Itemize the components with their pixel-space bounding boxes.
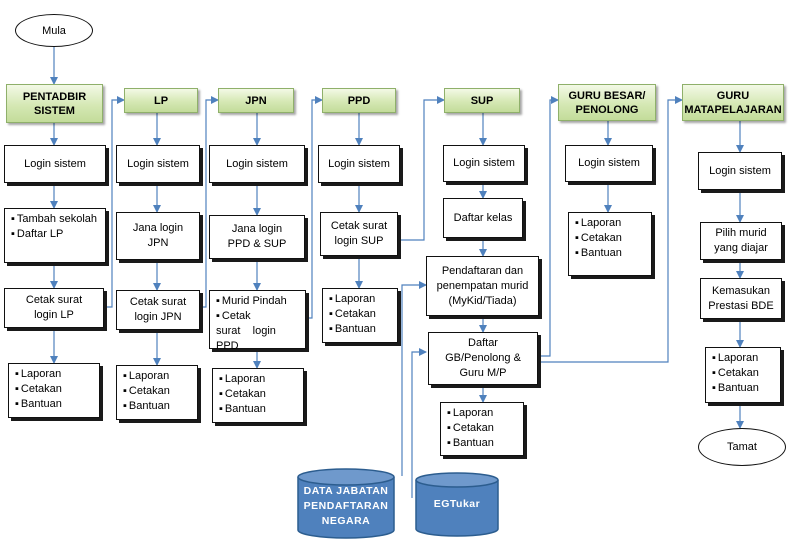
jpn-login-box: Login sistem <box>209 145 305 183</box>
list-item-bantuan: Bantuan <box>447 436 517 451</box>
ppd-print-letter-box: Cetak surat login SUP <box>320 212 398 256</box>
guru-mp-choose-students-box: Pilih murid yang diajar <box>700 222 782 260</box>
list-item-bantuan: Bantuan <box>329 322 391 337</box>
list-item-laporan: Laporan <box>575 216 645 231</box>
guru-mp-login-box: Login sistem <box>698 152 782 190</box>
guru-matapelajaran-header: GURU MATAPELAJARAN <box>682 84 784 121</box>
list-item-laporan: Laporan <box>712 351 774 366</box>
guru-besar-login-box: Login sistem <box>565 145 653 182</box>
guru-besar-reports-box: Laporan Cetakan Bantuan <box>568 212 652 276</box>
list-item-laporan: Laporan <box>329 292 391 307</box>
list-item-cetakan: Cetakan <box>447 421 517 436</box>
egtukar-database-icon <box>415 472 499 537</box>
list-item-laporan: Laporan <box>447 406 517 421</box>
list-item-laporan: Laporan <box>219 372 297 387</box>
list-item-cetakan: Cetakan <box>712 366 774 381</box>
jpn-generate-login-box: Jana login PPD & SUP <box>209 215 305 259</box>
task-cetak-surat-ppd: Cetak surat login PPD <box>216 309 299 354</box>
list-item-bantuan: Bantuan <box>575 246 645 261</box>
jpn-database-icon <box>297 468 395 539</box>
lp-login-box: Login sistem <box>116 145 200 183</box>
jpn-reports-box: Laporan Cetakan Bantuan <box>212 368 304 423</box>
pentadbir-print-letter-box: Cetak surat login LP <box>4 288 104 328</box>
task-tambah-sekolah: Tambah sekolah <box>11 212 99 227</box>
ppd-header: PPD <box>322 88 396 113</box>
lp-header: LP <box>124 88 198 113</box>
sup-class-register-box: Daftar kelas <box>443 198 523 238</box>
sup-login-box: Login sistem <box>443 145 525 182</box>
lp-generate-login-box: Jana login JPN <box>116 212 200 260</box>
ppd-login-box: Login sistem <box>318 145 400 183</box>
list-item-bantuan: Bantuan <box>15 397 93 412</box>
list-item-cetakan: Cetakan <box>219 387 297 402</box>
pentadbir-login-box: Login sistem <box>4 145 106 183</box>
end-terminal: Tamat <box>698 428 786 466</box>
pentadbir-tasks-box: Tambah sekolah Daftar LP <box>4 208 106 263</box>
pentadbir-reports-box: Laporan Cetakan Bantuan <box>8 363 100 418</box>
lp-reports-box: Laporan Cetakan Bantuan <box>116 365 198 420</box>
guru-mp-reports-box: Laporan Cetakan Bantuan <box>705 347 781 403</box>
task-murid-pindah: Murid Pindah <box>216 294 299 309</box>
sup-student-registration-box: Pendaftaran dan penempatan murid (MyKid/… <box>426 256 539 316</box>
lp-print-letter-box: Cetak surat login JPN <box>116 290 200 330</box>
sup-reports-box: Laporan Cetakan Bantuan <box>440 402 524 456</box>
list-item-laporan: Laporan <box>123 369 191 384</box>
list-item-bantuan: Bantuan <box>219 402 297 417</box>
list-item-cetakan: Cetakan <box>575 231 645 246</box>
start-terminal: Mula <box>15 14 93 47</box>
list-item-cetakan: Cetakan <box>123 384 191 399</box>
jpn-tasks-box: Murid Pindah Cetak surat login PPD <box>209 290 306 352</box>
sup-header: SUP <box>444 88 520 113</box>
jpn-database-label: DATA JABATAN PENDAFTARAN NEGARA <box>303 485 389 527</box>
list-item-cetakan: Cetakan <box>15 382 93 397</box>
list-item-laporan: Laporan <box>15 367 93 382</box>
sup-teacher-register-box: Daftar GB/Penolong & Guru M/P <box>428 332 538 385</box>
ppd-reports-box: Laporan Cetakan Bantuan <box>322 288 398 343</box>
jpn-header: JPN <box>218 88 294 113</box>
task-daftar-lp: Daftar LP <box>11 227 99 242</box>
list-item-bantuan: Bantuan <box>123 399 191 414</box>
list-item-bantuan: Bantuan <box>712 381 774 396</box>
pentadbir-sistem-header: PENTADBIR SISTEM <box>6 84 103 123</box>
egtukar-database-label: EGTukar <box>433 498 481 510</box>
list-item-cetakan: Cetakan <box>329 307 391 322</box>
guru-besar-header: GURU BESAR/ PENOLONG <box>558 84 656 121</box>
guru-mp-enter-results-box: Kemasukan Prestasi BDE <box>700 278 782 319</box>
